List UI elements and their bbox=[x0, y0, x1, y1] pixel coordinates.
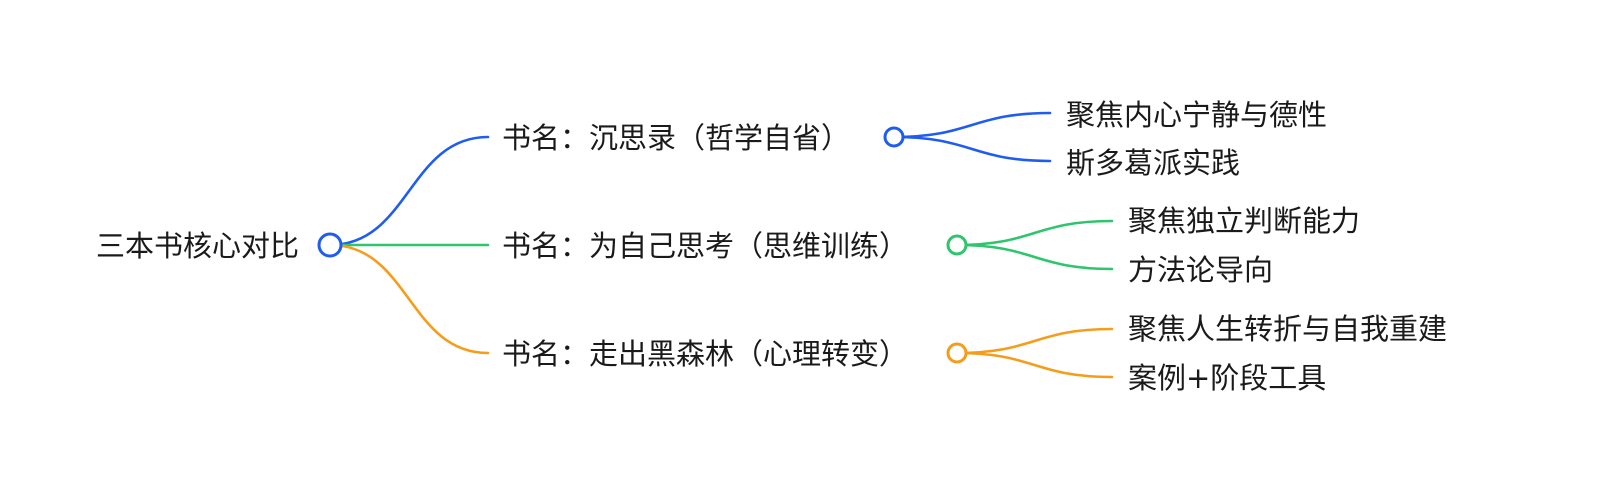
branch-3-collapse-knob[interactable] bbox=[946, 342, 968, 364]
branch-3-child-2-label: 案例+阶段工具 bbox=[1128, 361, 1326, 395]
branch-3-child-1-label: 聚焦人生转折与自我重建 bbox=[1128, 312, 1447, 346]
branch-1-label: 书名：沉思录（哲学自省） bbox=[502, 121, 850, 155]
edge-root-to-branch-1 bbox=[328, 135, 490, 247]
edge-branch-2-to-child-1 bbox=[955, 219, 1114, 247]
edge-root-to-branch-3 bbox=[328, 243, 490, 355]
mindmap-labels: 三本书核心对比 书名：沉思录（哲学自省） 书名：为自己思考（思维训练） 书名：走… bbox=[96, 98, 1447, 395]
edge-branch-3-to-child-1 bbox=[955, 327, 1114, 355]
branch-1-child-1-label: 聚焦内心宁静与德性 bbox=[1066, 98, 1327, 132]
edge-branch-2-to-child-2 bbox=[955, 243, 1114, 271]
branch-2-child-1-label: 聚焦独立判断能力 bbox=[1128, 204, 1360, 238]
mindmap-edges bbox=[328, 111, 1114, 379]
edge-branch-1-to-child-2 bbox=[892, 135, 1052, 163]
branch-2-label: 书名：为自己思考（思维训练） bbox=[502, 229, 908, 263]
branch-3-label: 书名：走出黑森林（心理转变） bbox=[502, 337, 908, 371]
edge-branch-3-to-child-2 bbox=[955, 351, 1114, 379]
branch-2-child-2-label: 方法论导向 bbox=[1128, 253, 1273, 287]
root-node-label: 三本书核心对比 bbox=[96, 229, 299, 263]
branch-1-child-2-label: 斯多葛派实践 bbox=[1066, 146, 1240, 180]
branch-2-collapse-knob[interactable] bbox=[946, 234, 968, 256]
mindmap-collapse-knobs bbox=[317, 126, 968, 364]
root-collapse-knob[interactable] bbox=[317, 232, 343, 258]
branch-1-collapse-knob[interactable] bbox=[883, 126, 905, 148]
edge-branch-1-to-child-1 bbox=[892, 111, 1052, 139]
